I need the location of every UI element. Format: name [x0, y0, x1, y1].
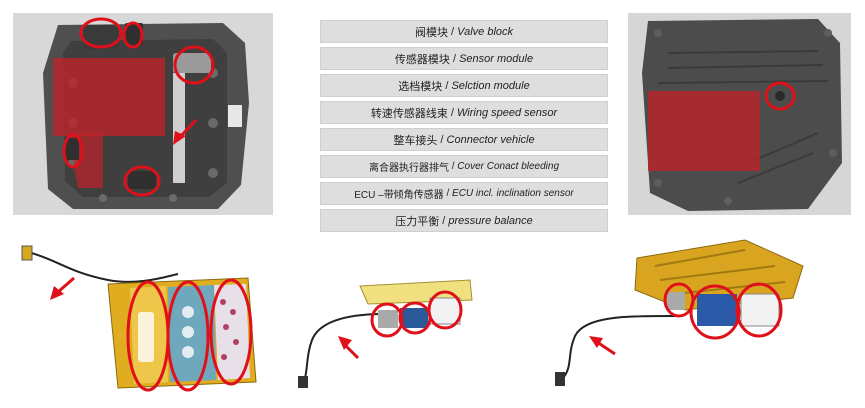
legend-en: Selction module — [451, 79, 530, 92]
cad-unit-middle — [290, 270, 490, 402]
legend-zh: 选档模块 — [398, 80, 443, 93]
legend-separator: / — [447, 25, 458, 38]
cad-unit-right-svg — [555, 239, 804, 386]
legend-zh: 传感器模块 — [394, 53, 450, 66]
legend-zh: 阀模块 — [414, 26, 448, 39]
legend-item-cover-bleeding: 离合器执行器排气 / Cover Conact bleeding — [320, 155, 608, 178]
photo-control-unit-cover-svg — [628, 13, 851, 215]
legend-en: Sensor module — [459, 52, 534, 65]
component-legend: 阀模块 / Valve block 传感器模块 / Sensor module … — [320, 20, 608, 236]
legend-en: ECU incl. inclination sensor — [452, 188, 574, 199]
legend-zh: 整车接头 — [393, 134, 438, 147]
legend-separator: / — [447, 106, 457, 119]
legend-en: pressure balance — [448, 214, 533, 227]
cad-unit-middle-svg — [298, 279, 473, 388]
cad-unit-left — [18, 232, 280, 402]
legend-item-ecu: ECU –带倾角传感器 / ECU incl. inclination sens… — [320, 182, 608, 205]
legend-en: Connector vehicle — [446, 133, 535, 146]
legend-item-pressure-balance: 压力平衡 / pressure balance — [320, 209, 608, 232]
legend-en: Cover Conact bleeding — [457, 161, 560, 172]
legend-separator: / — [449, 52, 460, 65]
cad-unit-right — [545, 236, 807, 402]
legend-zh: 转速传感器线束 — [370, 107, 448, 120]
photo-control-unit-cover — [628, 13, 851, 215]
legend-separator: / — [442, 79, 452, 92]
legend-zh: 压力平衡 — [395, 215, 440, 228]
legend-zh: ECU –带倾角传感器 — [354, 190, 444, 201]
legend-en: Wiring speed sensor — [457, 106, 558, 119]
photo-control-unit-open — [13, 13, 273, 215]
legend-zh: 离合器执行器排气 — [368, 163, 449, 174]
legend-item-wiring-speed-sensor: 转速传感器线束 / Wiring speed sensor — [320, 101, 608, 124]
legend-item-sensor-module: 传感器模块 / Sensor module — [320, 47, 608, 70]
legend-item-valve-block: 阀模块 / Valve block — [320, 20, 608, 43]
legend-separator: / — [443, 188, 453, 199]
legend-item-selection-module: 选档模块 / Selction module — [320, 74, 608, 97]
legend-item-connector-vehicle: 整车接头 / Connector vehicle — [320, 128, 608, 151]
photo-control-unit-open-svg — [13, 13, 273, 215]
legend-separator: / — [439, 214, 449, 227]
legend-en: Valve block — [457, 25, 513, 38]
cad-unit-left-svg — [21, 245, 257, 392]
legend-separator: / — [437, 133, 447, 146]
legend-separator: / — [448, 161, 458, 172]
